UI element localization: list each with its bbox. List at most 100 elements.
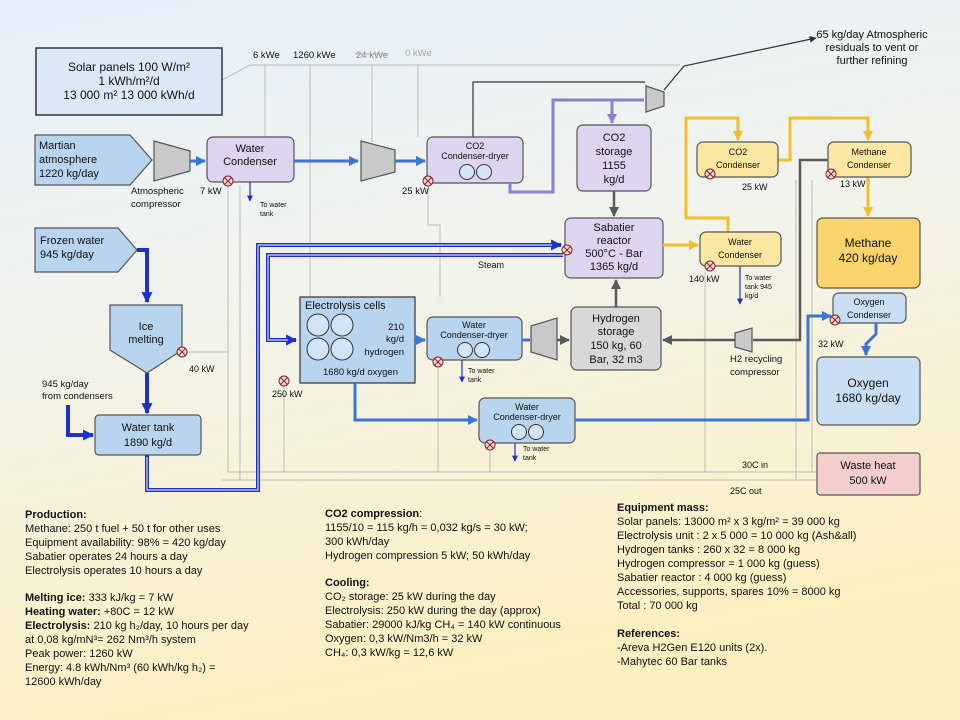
water-tank-line-2: 1890 kg/d xyxy=(124,437,172,449)
co2-dryer-line-2: Condenser-dryer xyxy=(441,151,509,161)
hydrogen-line-1: Hydrogen xyxy=(592,313,640,325)
heat-exchanger-icon xyxy=(484,439,496,451)
production-line: Equipment availability: 98% = 420 kg/day xyxy=(25,537,226,549)
cooling-out-label: 25C out xyxy=(730,486,762,496)
electrolysis-power: 250 kW xyxy=(272,389,303,399)
sabatier-line-2: reactor xyxy=(597,235,632,247)
oxygen-condenser: Oxygen Condenser xyxy=(832,292,907,324)
electrolysis-cell-icon xyxy=(306,313,330,337)
equipment-mass-line: Hydrogen tanks : 260 x 32 = 8 000 kg xyxy=(617,544,800,556)
co2-condenser: CO2 Condenser xyxy=(696,141,779,178)
residual-line xyxy=(472,81,645,137)
co2-storage: CO2 storage 1155 kg/d xyxy=(576,124,652,192)
electrolysis-cell-icon xyxy=(330,337,354,361)
notes-equipment-mass: Equipment mass: Solar panels: 13000 m² x… xyxy=(617,502,856,668)
sabatier-reactor: Sabatier reactor 500°C - Bar 1365 kg/d xyxy=(564,217,664,279)
reference-line: -Areva H2Gen E120 units (2x). xyxy=(617,642,767,654)
oxygen-line-1: Oxygen xyxy=(847,376,888,390)
solar-line-1: Solar panels 100 W/m² xyxy=(68,60,190,74)
methane-line-2: 420 kg/day xyxy=(839,251,898,265)
co2-condenser-feed-line xyxy=(684,116,743,232)
waste-heat-line-1: Waste heat xyxy=(840,460,895,472)
sabatier-line-3: 500°C - Bar xyxy=(585,248,643,260)
oxygen-condenser-line-2: Condenser xyxy=(847,310,891,320)
to-water-tank-label: tank xyxy=(468,377,482,384)
equipment-mass-title: Equipment mass: xyxy=(617,502,709,514)
power-label-6kwe: 6 kWe xyxy=(253,50,280,61)
dryer-o2-line-2: Condenser-dryer xyxy=(493,412,561,422)
martian-line-2: atmosphere xyxy=(39,154,97,166)
methane-condenser-line-1: Methane xyxy=(851,147,886,157)
water-condenser-1-power: 7 kW xyxy=(200,186,222,197)
references-title: References: xyxy=(617,628,680,640)
martian-line-3: 1220 kg/day xyxy=(39,168,99,180)
to-water-tank-label: tank xyxy=(523,455,537,462)
dryer-cell-icon xyxy=(528,424,544,440)
water-to-sabatier-line-inner xyxy=(146,244,552,491)
heat-exchanger-icon xyxy=(829,314,841,326)
heat-exchanger-icon xyxy=(432,356,444,368)
cooling-title: Cooling: xyxy=(325,577,370,589)
electrolysis-o2: 1680 kg/d oxygen xyxy=(323,367,398,378)
oxygen-line-2: 1680 kg/day xyxy=(835,391,900,405)
frozen-water-flow xyxy=(137,248,153,304)
heating-value: +80C = 12 kW xyxy=(101,606,175,618)
co2-compression-line: Hydrogen compression 5 kW; 50 kWh/day xyxy=(325,550,531,562)
co2-condenser-power: 25 kW xyxy=(742,182,768,192)
co2-storage-line-1: CO2 xyxy=(603,132,626,144)
dryer-cell-icon xyxy=(474,342,490,358)
oxygen-condenser-power: 32 kW xyxy=(818,339,844,349)
residuals-line-3: further refining xyxy=(837,55,908,67)
dryer-h2-line-2: Condenser-dryer xyxy=(440,330,508,340)
h2-recycling-compressor-icon xyxy=(734,327,753,353)
methane-condenser: Methane Condenser xyxy=(827,141,912,178)
solar-line-3: 13 000 m² 13 000 kWh/d xyxy=(63,88,194,102)
to-water-tank-label: To water xyxy=(523,446,550,453)
waste-heat: Waste heat 500 kW xyxy=(816,452,921,496)
equipment-mass-line: Solar panels: 13000 m² x 3 kg/m² = 39 00… xyxy=(617,516,840,528)
equipment-mass-line: Sabatier reactor : 4 000 kg (guess) xyxy=(617,572,786,584)
water-condenser-dryer-o2: Water Condenser-dryer xyxy=(478,397,576,444)
residuals-line-1: 65 kg/day Atmospheric xyxy=(816,29,928,41)
co2-condenser-dryer: CO2 Condenser-dryer xyxy=(426,136,524,184)
dryer-h2-line-1: Water xyxy=(462,320,486,330)
residuals-line-2: residuals to vent or xyxy=(826,42,919,54)
co2-compression-label: CO2 compression xyxy=(325,508,419,520)
co2-compression-colon: : xyxy=(419,508,422,520)
reference-line: -Mahytec 60 Bar tanks xyxy=(617,656,728,668)
sabatier-line-4: 1365 kg/d xyxy=(590,261,638,273)
water-condenser-1-line-1: Water xyxy=(236,143,265,155)
water-condenser-2-line-2: Condenser xyxy=(718,250,762,260)
water-condenser-1: Water Condenser xyxy=(206,136,295,183)
ice-line-1: Ice xyxy=(139,321,154,333)
production-line: Sabatier operates 24 hours a day xyxy=(25,551,188,563)
frozen-water-input: Frozen water 945 kg/day xyxy=(34,227,138,273)
co2-condenser-line-1: CO2 xyxy=(729,147,748,157)
water-tank: Water tank 1890 kg/d xyxy=(94,414,202,456)
dryer-cell-icon xyxy=(476,164,492,180)
methane-condenser-line-2: Condenser xyxy=(847,160,891,170)
production-title: Production: xyxy=(25,509,87,521)
to-water-tank-label: To water xyxy=(260,202,287,209)
heat-exchanger-icon xyxy=(422,175,434,187)
hydrogen-line-4: Bar, 32 m3 xyxy=(589,354,642,366)
sabatier-line-1: Sabatier xyxy=(594,222,635,234)
heat-exchanger-icon xyxy=(704,168,716,180)
co2-compression-title: CO2 compression: xyxy=(325,508,422,520)
heat-exchanger-icon xyxy=(278,375,290,387)
water-tank-line-1: Water tank xyxy=(122,422,175,434)
solar-panels: Solar panels 100 W/m² 1 kWh/m²/d 13 000 … xyxy=(35,47,223,116)
cooling-line: CO₂ storage: 25 kW during the day xyxy=(325,591,496,603)
hydrogen-line-3: 150 kg, 60 xyxy=(590,340,641,352)
compressor-icon xyxy=(645,85,665,113)
dryer-cell-icon xyxy=(511,424,527,440)
melting-ice-line: Melting ice: 333 kJ/kg = 7 kW xyxy=(25,592,174,604)
equipment-mass-line: Electrolysis unit : 2 x 5 000 = 10 000 k… xyxy=(617,530,856,542)
from-condensers-line-1: 945 kg/day xyxy=(42,379,89,390)
atm-compressor-line-1: Atmospheric xyxy=(131,186,184,197)
h2-recycling-line-1: H2 recycling xyxy=(730,354,782,365)
water-condenser-2: Water Condenser xyxy=(699,231,782,267)
waste-heat-line-2: 500 kW xyxy=(849,475,887,487)
dryer-cell-icon xyxy=(457,342,473,358)
electrolysis-value: 210 kg h₂/day, 10 hours per day xyxy=(90,620,249,632)
